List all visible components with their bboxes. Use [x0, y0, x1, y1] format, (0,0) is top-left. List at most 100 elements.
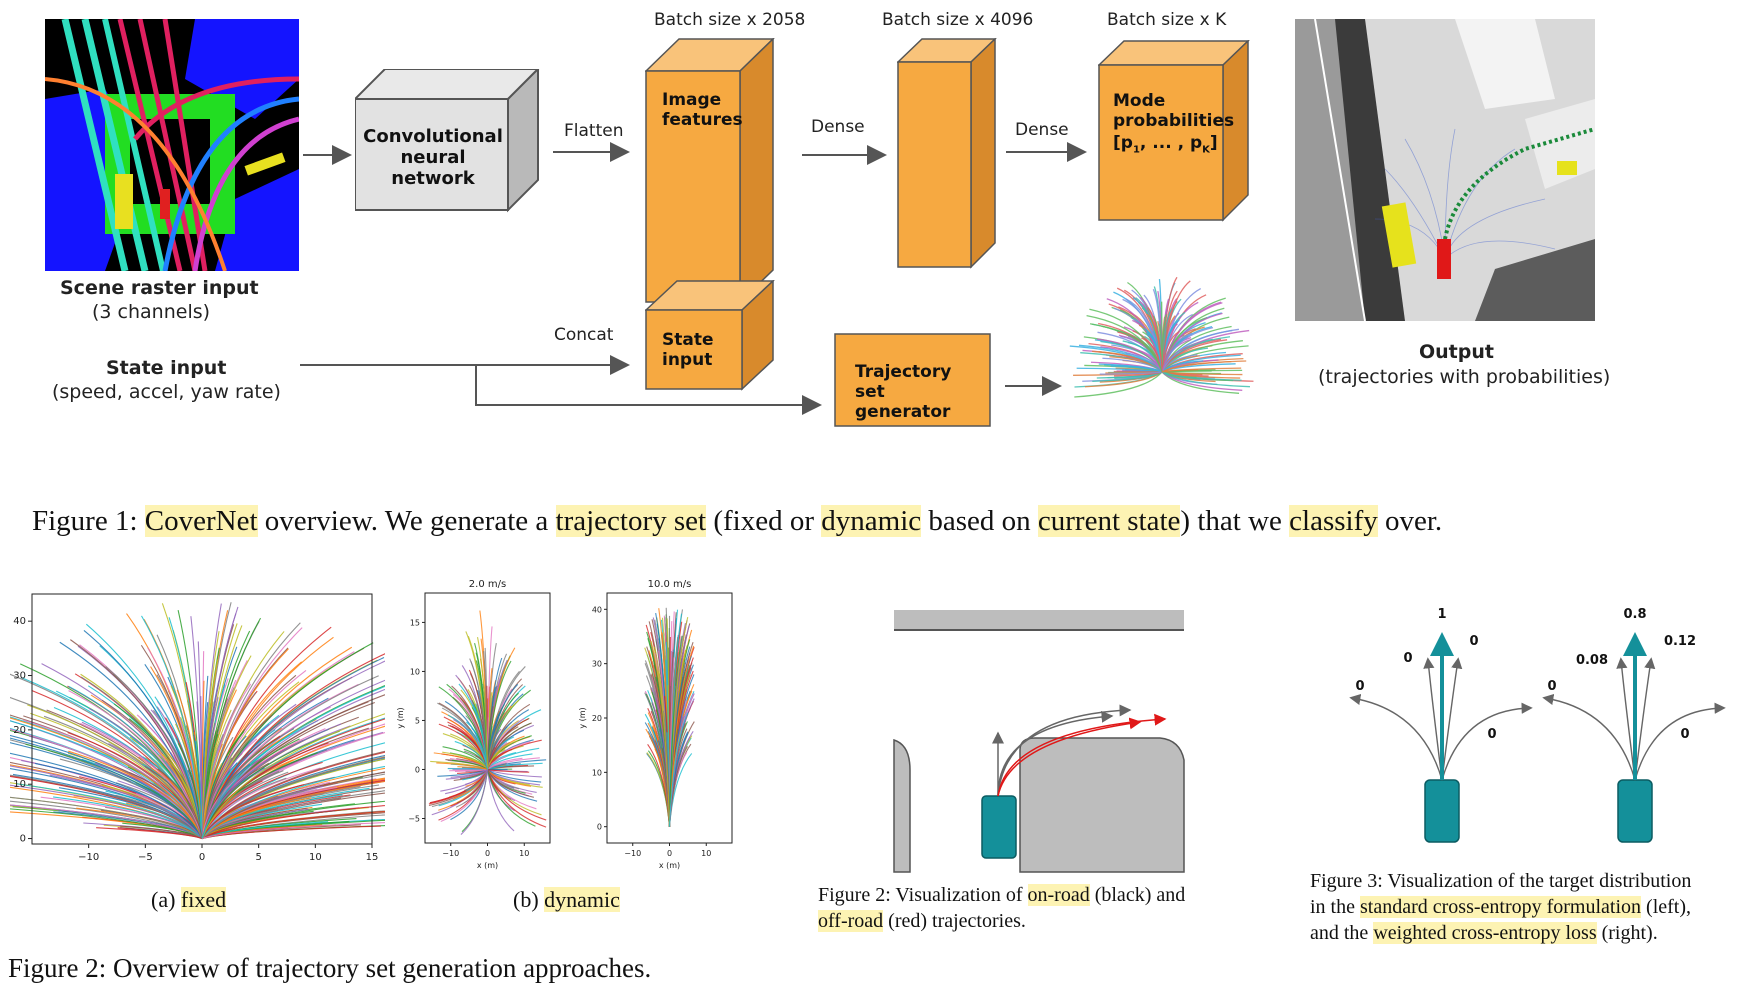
dyn-right-ylabel: y (m)	[578, 707, 587, 728]
cnn-label: Convolutional neural network	[363, 126, 503, 189]
fixed-x-tick: −10	[78, 852, 99, 863]
fixed-trajectory	[80, 722, 203, 839]
dense-label-1: Dense	[811, 117, 865, 137]
dyn-right-y-tick: 40	[592, 605, 602, 614]
dyn-right-title: 10.0 m/s	[648, 579, 692, 590]
dyn-left-y-tick: 15	[410, 618, 420, 627]
fixed-x-tick: 10	[309, 852, 322, 863]
arrow-right-wide	[1634, 702, 1726, 781]
fixed-trajectory	[83, 629, 203, 839]
concat-label: Concat	[554, 325, 614, 345]
fixed-trajectory	[201, 810, 385, 840]
probability-label: 0	[1355, 679, 1364, 694]
fixed-trajectory	[201, 713, 385, 839]
fixed-trajectory	[10, 720, 203, 839]
fixed-trajectory	[201, 648, 289, 839]
fan-trajectory	[1069, 345, 1163, 373]
fixed-trajectory	[10, 765, 203, 839]
vehicle	[1617, 779, 1653, 843]
dyn-left-trajectory	[476, 636, 489, 770]
dyn-left-trajectory	[486, 715, 505, 770]
state-input-box-label: State input	[662, 330, 714, 370]
fan-trajectory	[1098, 363, 1163, 373]
fixed-y-tick: 20	[13, 725, 26, 736]
probability-label: 0	[1680, 727, 1689, 742]
fixed-trajectory	[201, 804, 385, 840]
dyn-left-trajectory	[460, 769, 489, 835]
fixed-trajectory	[201, 790, 385, 839]
batch-size-k: Batch size x K	[1107, 10, 1227, 30]
arrow-left-slight	[1616, 657, 1636, 781]
probability-label: 0.8	[1623, 607, 1646, 622]
fixed-x-tick: 0	[199, 852, 205, 863]
fixed-trajectory	[201, 780, 385, 839]
fixed-trajectory	[80, 673, 203, 839]
scene-raster-sublabel: (3 channels)	[92, 301, 211, 323]
dyn-left-trajectory	[487, 757, 523, 770]
fan-trajectory	[1161, 371, 1243, 391]
dyn-right-trajectory-lines	[644, 607, 695, 827]
image-features-label: Image features	[662, 90, 743, 130]
fixed-x-tick: −5	[138, 852, 153, 863]
fig2-onroad-caption: Figure 2: Visualization of on-road (blac…	[818, 884, 1186, 932]
dyn-right-x-tick: 10	[701, 849, 711, 858]
fixed-y-tick: 30	[13, 671, 26, 682]
fan-trajectory	[1161, 371, 1251, 388]
fixed-trajectory	[201, 765, 385, 839]
fan-trajectory	[1161, 367, 1242, 373]
probability-label: 0	[1403, 651, 1412, 666]
fan-trajectory	[1161, 371, 1242, 381]
fixed-trajectory	[157, 768, 203, 839]
fan-trajectory	[1161, 280, 1191, 373]
fixed-trajectory	[141, 615, 203, 839]
dyn-left-trajectory	[440, 769, 488, 792]
fixed-y-tick: 40	[13, 616, 26, 627]
fixed-y-tick: 0	[20, 834, 26, 845]
arrow-left-wide	[1349, 693, 1443, 781]
output-label: Output	[1419, 341, 1494, 363]
dyn-left-trajectory	[436, 762, 488, 770]
flatten-label: Flatten	[564, 121, 624, 141]
fixed-trajectory	[201, 742, 385, 839]
fixed-trajectory	[10, 774, 203, 839]
dyn-left-trajectory	[487, 769, 542, 783]
probability-label: 0.08	[1576, 653, 1608, 668]
dyn-left-trajectory	[447, 714, 489, 770]
dyn-left-y-tick: −5	[408, 814, 420, 823]
batch-size-2058: Batch size x 2058	[654, 10, 806, 30]
dyn-left-trajectory	[487, 769, 532, 787]
fixed-trajectory	[201, 675, 379, 839]
mode-probabilities-formula: [p1, ... , pK]	[1113, 133, 1218, 156]
probability-label: 1	[1437, 607, 1446, 622]
dyn-left-trajectory	[486, 740, 519, 770]
arrow-right-slight	[1634, 657, 1656, 781]
dyn-left-trajectory	[454, 768, 488, 772]
probability-label: 0.12	[1664, 634, 1696, 649]
fixed-x-tick: 15	[366, 852, 379, 863]
dyn-left-y-tick: 0	[415, 765, 420, 774]
fixed-trajectory	[10, 737, 203, 839]
dyn-right-y-tick: 30	[592, 660, 602, 669]
dyn-left-trajectory-lines	[428, 610, 547, 835]
trajectory-set-fan	[1069, 276, 1254, 398]
dyn-left-trajectory	[486, 769, 515, 832]
trajectory-generator-label: Trajectory set generator	[855, 362, 952, 422]
scene-raster-label: Scene raster input	[60, 277, 259, 299]
arrow-left-wide	[1542, 693, 1636, 781]
fixed-trajectory	[117, 827, 203, 840]
fixed-trajectory	[43, 715, 203, 839]
figure1-connectors	[300, 142, 1087, 415]
fan-trajectory	[1147, 306, 1163, 373]
fan-trajectory	[1096, 338, 1163, 373]
fixed-trajectory	[201, 776, 240, 839]
vehicle	[1424, 779, 1460, 843]
figure1-caption: Figure 1: CoverNet overview. We generate…	[32, 505, 1443, 537]
state-input-box	[645, 280, 775, 391]
fan-trajectory	[1161, 328, 1240, 373]
fixed-trajectory	[10, 717, 203, 839]
fixed-x-tick: 5	[255, 852, 261, 863]
trajectory-generator-box	[834, 333, 991, 427]
